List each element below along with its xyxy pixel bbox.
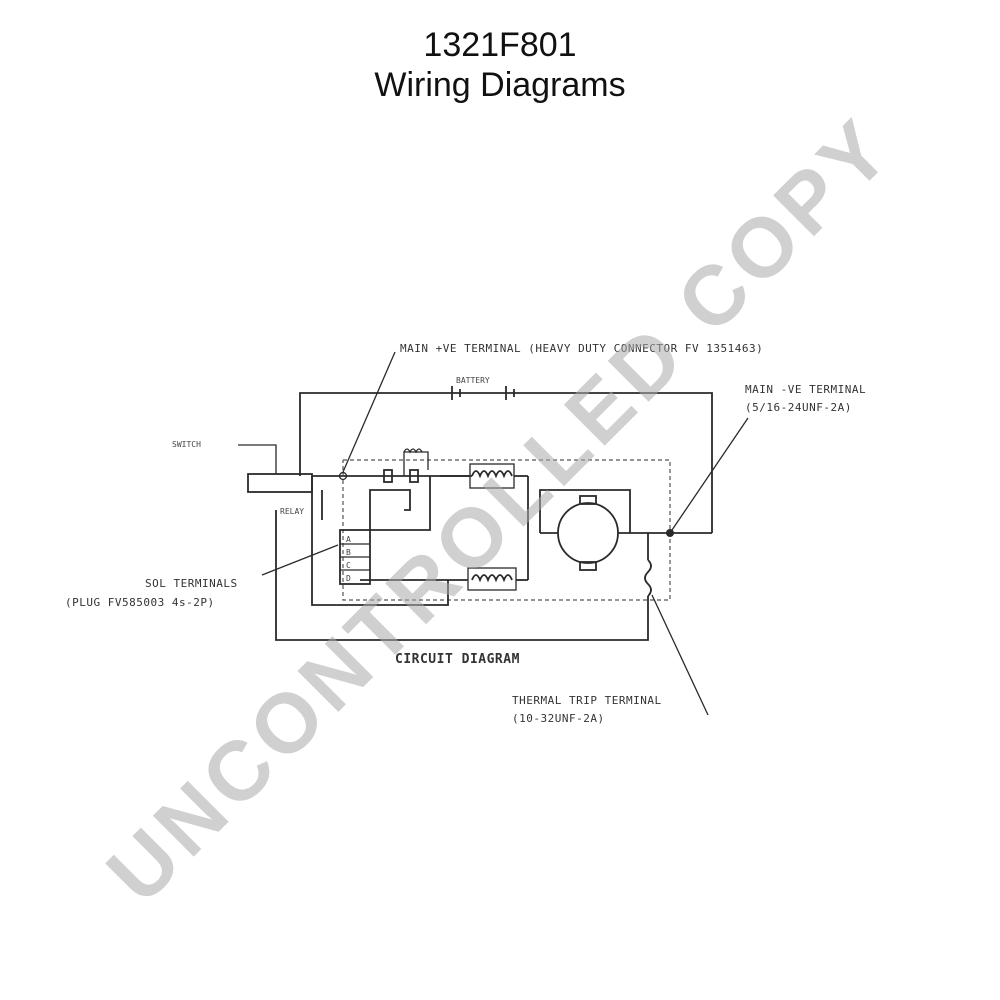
relay-contacts bbox=[338, 448, 429, 483]
switch-lead bbox=[238, 444, 277, 474]
label-thermal-trip-2: (10-32UNF-2A) bbox=[512, 712, 605, 725]
plug-pin-d: D bbox=[346, 574, 351, 583]
label-main-neg-terminal-2: (5/16-24UNF-2A) bbox=[745, 401, 852, 414]
relay-label: RELAY bbox=[280, 507, 304, 516]
switch-label: SWITCH bbox=[172, 440, 201, 449]
leader-main-neg bbox=[671, 417, 749, 531]
sol-plug: A B C D bbox=[311, 476, 449, 606]
leader-main-pos bbox=[342, 351, 396, 473]
page-subtitle: Wiring Diagrams bbox=[374, 66, 626, 104]
battery-label: BATTERY bbox=[456, 376, 490, 385]
field-coil-bottom bbox=[360, 567, 528, 591]
label-sol-terminals-1: SOL TERMINALS bbox=[145, 577, 238, 590]
label-sol-terminals-2: (PLUG FV585003 4s-2P) bbox=[65, 596, 215, 609]
field-coil-top bbox=[440, 463, 528, 489]
housing-outline bbox=[342, 459, 671, 601]
label-circuit-diagram: CIRCUIT DIAGRAM bbox=[395, 652, 520, 667]
label-main-pos-terminal: MAIN +VE TERMINAL (HEAVY DUTY CONNECTOR … bbox=[400, 342, 763, 355]
thermal-trip-wire bbox=[275, 510, 652, 641]
plug-pin-b: B bbox=[346, 548, 351, 557]
plug-pin-c: C bbox=[346, 561, 351, 570]
plug-pin-a: A bbox=[346, 535, 351, 544]
leader-thermal bbox=[651, 594, 709, 716]
motor-armature bbox=[527, 476, 712, 580]
part-number-title: 1321F801 bbox=[423, 26, 577, 64]
label-main-neg-terminal-1: MAIN -VE TERMINAL bbox=[745, 383, 866, 396]
leader-sol bbox=[261, 544, 339, 576]
label-thermal-trip-1: THERMAL TRIP TERMINAL bbox=[512, 694, 662, 707]
switch-block bbox=[247, 473, 313, 493]
battery-symbol bbox=[451, 386, 515, 400]
